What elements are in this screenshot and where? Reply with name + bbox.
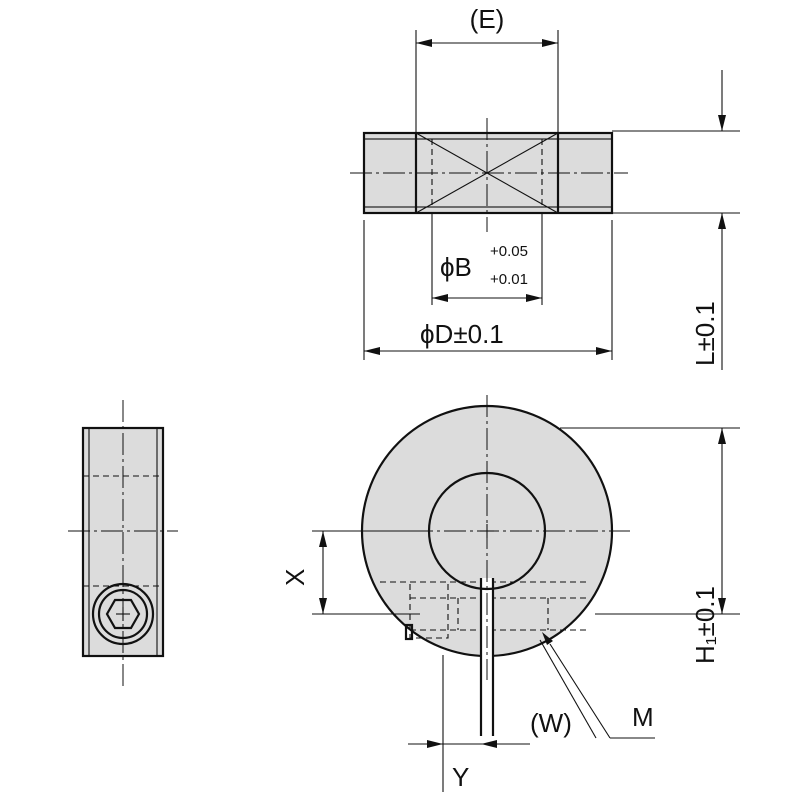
label-x: X bbox=[280, 569, 310, 586]
hex-socket-icon bbox=[105, 598, 141, 630]
label-phi-b-lower: +0.01 bbox=[490, 271, 528, 288]
screw-head-inner bbox=[97, 588, 149, 640]
label-phi-b: ϕB bbox=[440, 252, 472, 282]
leader-w-m: (W) M bbox=[530, 632, 655, 739]
label-w: (W) bbox=[530, 708, 572, 738]
dimension-h1: H₁±0.1 bbox=[560, 427, 740, 664]
dimension-l: L±0.1 bbox=[612, 70, 740, 370]
label-y: Y bbox=[452, 762, 469, 792]
counterbore-hidden bbox=[409, 581, 449, 639]
dimension-x: X bbox=[280, 530, 420, 615]
label-l: L±0.1 bbox=[690, 301, 720, 366]
front-view bbox=[345, 395, 630, 736]
screw-head-outer bbox=[91, 582, 155, 646]
dimension-phi-d: ϕD±0.1 bbox=[363, 220, 613, 360]
dimension-phi-b: ϕB +0.05 +0.01 bbox=[431, 213, 543, 305]
label-phi-d: ϕD±0.1 bbox=[420, 319, 504, 349]
screw-tip bbox=[404, 623, 414, 641]
dimension-y: Y bbox=[408, 655, 530, 792]
label-h1: H₁±0.1 bbox=[690, 586, 720, 664]
side-view bbox=[68, 400, 178, 686]
label-phi-b-upper: +0.05 bbox=[490, 243, 528, 260]
label-e: (E) bbox=[470, 4, 505, 34]
dimension-e: (E) bbox=[415, 4, 559, 133]
label-m: M bbox=[632, 702, 654, 732]
top-view bbox=[350, 118, 628, 232]
